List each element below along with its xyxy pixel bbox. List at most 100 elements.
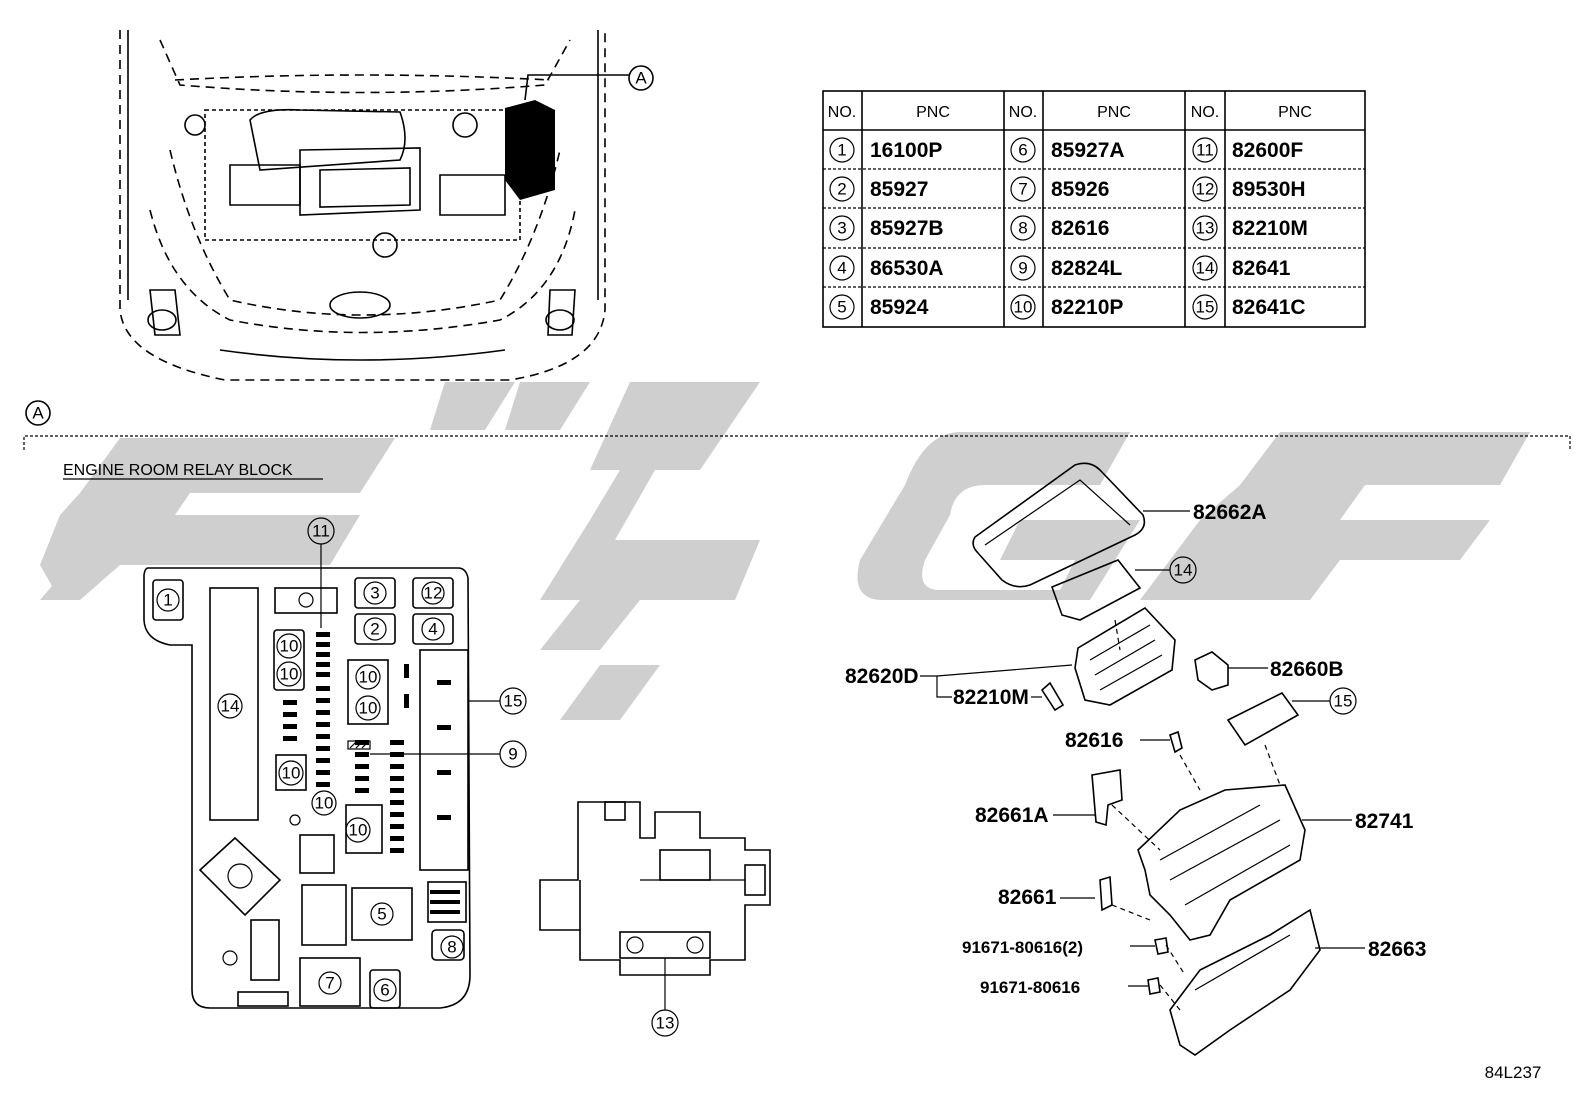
marker-10: 10 <box>311 790 337 816</box>
svg-text:9: 9 <box>1018 259 1027 278</box>
car-front-illustration <box>119 30 630 381</box>
svg-text:1: 1 <box>837 141 846 160</box>
svg-text:10: 10 <box>280 637 299 656</box>
marker-14: 14 <box>217 693 243 719</box>
marker-10: 10 <box>276 633 302 659</box>
svg-text:A: A <box>635 69 647 88</box>
label-82662A: 82662A <box>1193 501 1267 524</box>
table-row: 7 85926 <box>1010 176 1109 202</box>
svg-text:85926: 85926 <box>1051 178 1109 201</box>
label-82661A: 82661A <box>975 804 1049 827</box>
callout-a-top: A <box>628 65 654 91</box>
parts-table: NO. PNC NO. PNC NO. PNC 1 16100P 2 85927… <box>822 90 1366 328</box>
svg-text:2: 2 <box>837 180 846 199</box>
table-row: 10 82210P <box>1010 294 1123 320</box>
table-row: 3 85927B <box>829 215 944 241</box>
marker-4: 4 <box>421 617 445 641</box>
marker-10: 10 <box>355 664 381 690</box>
svg-text:16100P: 16100P <box>870 139 942 162</box>
callout-14-exploded: 14 <box>1169 556 1197 584</box>
svg-text:9: 9 <box>508 745 517 764</box>
svg-text:10: 10 <box>282 764 301 783</box>
svg-text:82616: 82616 <box>1051 217 1109 240</box>
table-row: 8 82616 <box>1010 215 1109 241</box>
callout-15: 15 <box>499 687 527 715</box>
marker-1: 1 <box>156 588 180 612</box>
table-row: 5 85924 <box>829 294 929 320</box>
table-header-pnc-2: PNC <box>1097 104 1131 121</box>
svg-text:82824L: 82824L <box>1051 257 1122 280</box>
table-row: 15 82641C <box>1192 294 1306 320</box>
svg-text:86530A: 86530A <box>870 257 944 280</box>
svg-text:82641C: 82641C <box>1232 296 1306 319</box>
svg-text:10: 10 <box>359 668 378 687</box>
table-row: 6 85927A <box>1010 137 1125 163</box>
callout-15-exploded: 15 <box>1329 687 1357 715</box>
label-82616: 82616 <box>1065 729 1123 752</box>
marker-12: 12 <box>421 581 445 605</box>
svg-text:15: 15 <box>504 692 523 711</box>
svg-text:82210P: 82210P <box>1051 296 1123 319</box>
svg-text:85924: 85924 <box>870 296 929 319</box>
svg-text:6: 6 <box>1018 141 1027 160</box>
svg-text:82600F: 82600F <box>1232 139 1303 162</box>
svg-text:11: 11 <box>1196 141 1214 160</box>
svg-text:13: 13 <box>1196 219 1215 238</box>
svg-text:89530H: 89530H <box>1232 178 1306 201</box>
svg-text:14: 14 <box>221 697 240 716</box>
svg-text:14: 14 <box>1174 561 1193 580</box>
marker-7: 7 <box>318 971 342 995</box>
marker-5: 5 <box>370 902 394 926</box>
marker-6: 6 <box>373 978 397 1002</box>
marker-10: 10 <box>278 760 304 786</box>
svg-text:10: 10 <box>315 794 334 813</box>
svg-text:15: 15 <box>1334 692 1353 711</box>
callout-11: 11 <box>307 517 335 545</box>
table-row: 14 82641 <box>1192 255 1291 281</box>
table-header-no-1: NO. <box>828 104 856 121</box>
svg-text:7: 7 <box>325 974 334 993</box>
svg-text:4: 4 <box>837 259 846 278</box>
svg-text:85927B: 85927B <box>870 217 944 240</box>
marker-10: 10 <box>355 695 381 721</box>
svg-text:3: 3 <box>370 584 379 603</box>
svg-text:A: A <box>32 404 44 423</box>
svg-text:4: 4 <box>428 620 437 639</box>
svg-text:11: 11 <box>312 522 330 541</box>
svg-text:10: 10 <box>359 699 378 718</box>
svg-text:12: 12 <box>1196 180 1215 199</box>
table-header-no-3: NO. <box>1191 104 1219 121</box>
label-82741: 82741 <box>1355 810 1414 833</box>
marker-10: 10 <box>345 817 371 843</box>
section-a-frame: A <box>23 400 1571 450</box>
svg-text:8: 8 <box>1018 219 1027 238</box>
label-82620D: 82620D <box>845 665 919 688</box>
svg-text:13: 13 <box>656 1014 675 1033</box>
exploded-view: 82662A 14 82620D 82210M 82660B 15 82616 … <box>845 462 1426 1056</box>
table-row: 13 82210M <box>1192 215 1308 241</box>
label-82661: 82661 <box>998 886 1057 909</box>
marker-8: 8 <box>440 935 464 959</box>
relay-block-side-view: 13 <box>539 801 771 1037</box>
label-bolt: 91671-80616 <box>980 978 1080 997</box>
svg-text:8: 8 <box>447 938 456 957</box>
section-title: ENGINE ROOM RELAY BLOCK <box>63 462 293 479</box>
svg-text:10: 10 <box>349 821 368 840</box>
table-header-pnc-1: PNC <box>916 104 950 121</box>
svg-text:3: 3 <box>837 219 846 238</box>
svg-text:14: 14 <box>1196 259 1215 278</box>
table-header-no-2: NO. <box>1009 104 1037 121</box>
svg-text:2: 2 <box>370 620 379 639</box>
svg-text:5: 5 <box>837 298 846 317</box>
svg-text:15: 15 <box>1196 298 1215 317</box>
svg-text:12: 12 <box>424 584 443 603</box>
marker-10: 10 <box>276 661 302 687</box>
diagram-code: 84L237 <box>1485 1063 1542 1082</box>
svg-text:10: 10 <box>1014 298 1033 317</box>
svg-text:1: 1 <box>163 591 172 610</box>
table-row: 2 85927 <box>829 176 928 202</box>
svg-text:85927: 85927 <box>870 178 928 201</box>
label-82660B: 82660B <box>1270 658 1344 681</box>
svg-text:10: 10 <box>280 665 299 684</box>
